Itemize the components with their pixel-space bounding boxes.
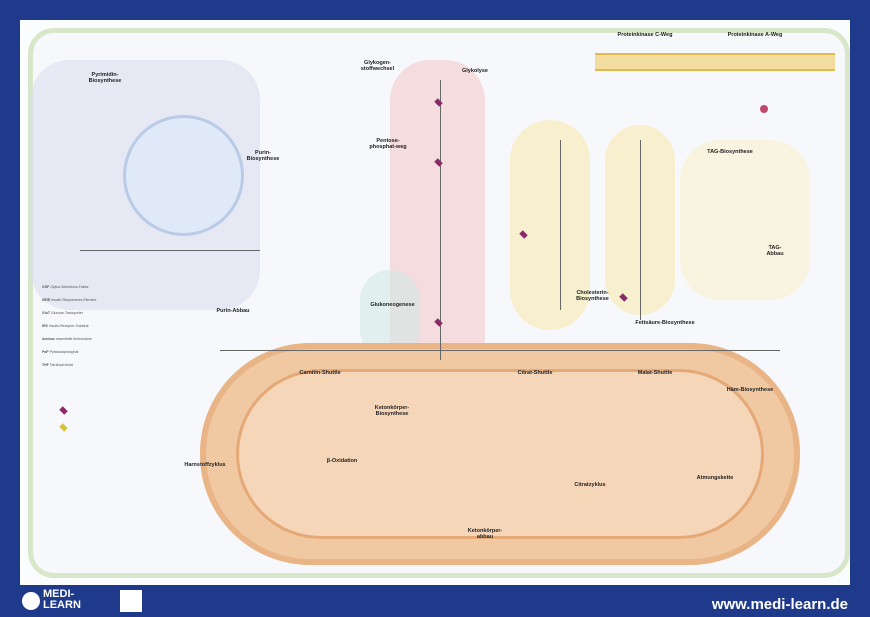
label-carnitin: Carnitin-Shuttle	[299, 370, 341, 376]
membrane-band	[595, 53, 835, 71]
label-fatty-acid: Fettsäure-Biosynthese	[635, 320, 695, 326]
label-glycogen: Glykogen-stoffwechsel	[360, 60, 395, 72]
mito-matrix	[236, 369, 764, 539]
label-resp-chain: Atmungskette	[696, 475, 734, 481]
label-glycolysis: Glykolyse	[462, 68, 488, 74]
label-purine: Purin-Biosynthese	[246, 150, 280, 162]
label-pkc: Proteinkinase C-Weg	[617, 32, 673, 38]
label-urea: Harnstoffzyklus	[184, 462, 226, 468]
label-purine-deg: Purin-Abbau	[216, 308, 250, 314]
label-keton-deg: Ketonkörper-abbau	[467, 528, 503, 540]
label-pyrimidine: Pyrimidin-Biosynthese	[88, 72, 122, 84]
legend-item: GSF Glykol-Sekretions-Faktor	[42, 285, 89, 289]
label-citrate-cycle: Citratzyklus	[574, 482, 606, 488]
medi-learn-logo-icon	[22, 592, 40, 610]
nucleotide-link-line	[80, 250, 260, 251]
label-tag-syn: TAG-Biosynthese	[707, 149, 753, 155]
label-heme: Häm-Biosynthese	[726, 387, 774, 393]
legend-item: IRS Insulin-Rezeptor-Substrat	[42, 324, 89, 328]
label-malat-shuttle: Malat-Shuttle	[637, 370, 673, 376]
legend-item: PaP Pyridoxalphosphat	[42, 350, 79, 354]
label-tag-deg: TAG-Abbau	[766, 245, 784, 257]
cholesterol-axis	[560, 140, 561, 310]
label-keton-syn: Ketonkörper-Biosynthese	[374, 405, 410, 417]
label-citrat-shuttle: Citrat-Shuttle	[517, 370, 553, 376]
cytosol-link-line	[220, 350, 780, 351]
label-beta-ox: β-Oxidation	[326, 458, 358, 464]
medi-learn-logo-text: MEDI- LEARN	[43, 588, 81, 611]
label-pka: Proteinkinase A-Weg	[727, 32, 783, 38]
footer-url[interactable]: www.medi-learn.de	[711, 596, 848, 613]
legend-item: THF Tetrahydrofolat	[42, 363, 73, 367]
nucleus	[123, 115, 244, 236]
glycolysis-axis	[440, 80, 441, 360]
publisher-emblem-icon	[120, 590, 142, 612]
legend-item: GluT Glucose-Transporter	[42, 311, 83, 315]
mitochondrion	[200, 343, 800, 565]
poster-canvas: Pyrimidin-Biosynthese Purin-Biosynthese …	[20, 20, 850, 585]
cholesterol-region	[510, 120, 590, 330]
legend-item: Aminos essentielle Aminosäure	[42, 337, 92, 341]
label-cholesterol: Cholesterin-Biosynthese	[576, 290, 609, 302]
tag-region	[680, 140, 810, 300]
label-gluconeo: Glukoneogenese	[370, 302, 415, 308]
receptor-icon	[760, 105, 768, 113]
fatty-acid-axis	[640, 140, 641, 320]
label-pentose: Pentose-phosphat-weg	[369, 138, 407, 150]
legend-item: ISRE Insulin-Responsives Element	[42, 298, 97, 302]
